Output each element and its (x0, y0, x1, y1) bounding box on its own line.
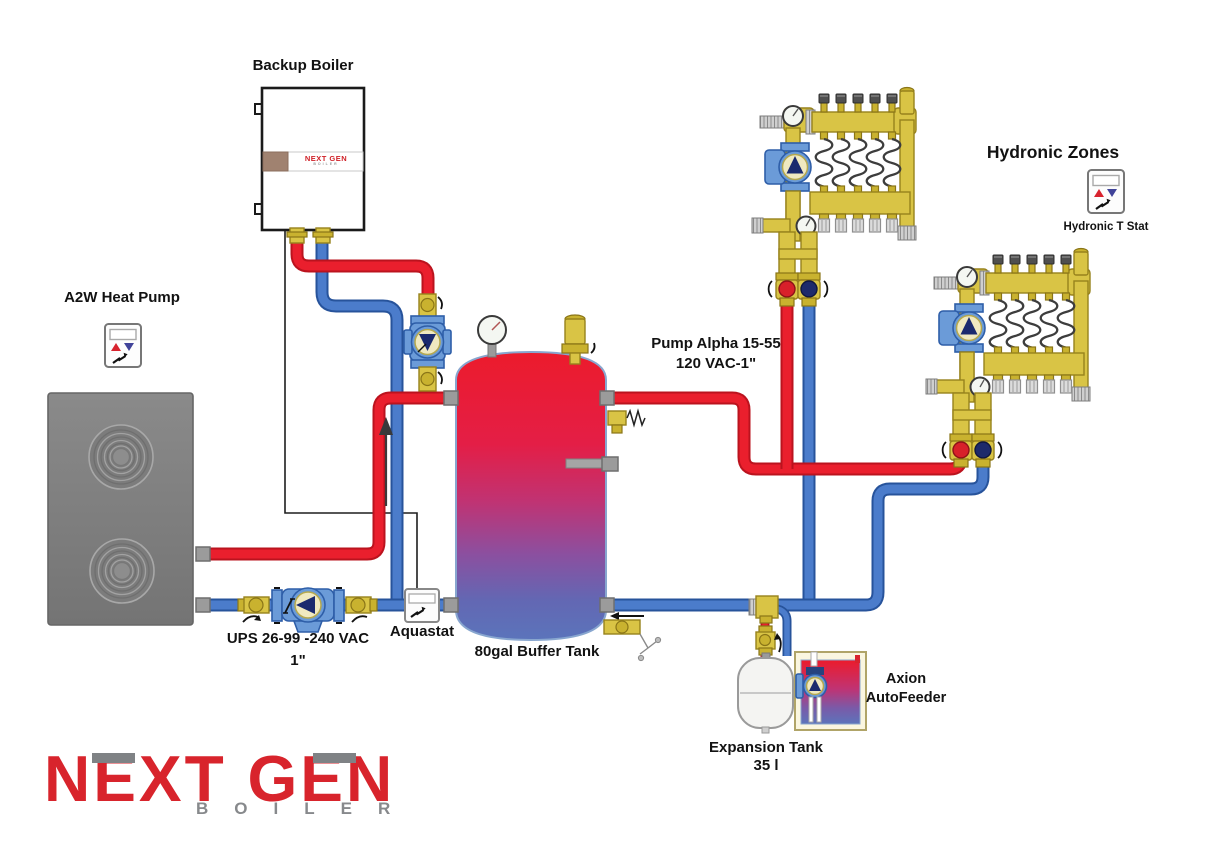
heat-pump-port (195, 546, 211, 562)
manifold-station-1 (752, 88, 916, 307)
brand-logo-subtext: BOILER (196, 799, 417, 818)
ups-label-line1: UPS 26-99 -240 VAC (226, 630, 370, 647)
thermostat-icon-a2w (105, 324, 141, 367)
aquastat-icon (404, 588, 440, 623)
pump-alpha-label-line2: 120 VAC-1" (675, 355, 757, 372)
expansion-tank-label-line1: Expansion Tank (709, 739, 823, 756)
boiler-mini-logo: NEXT GEN BOILER (289, 154, 363, 167)
sensor-probe (565, 458, 607, 469)
expansion-tank (737, 652, 794, 734)
tank-port (443, 597, 459, 613)
tank-port (599, 390, 615, 406)
tank-port (599, 597, 615, 613)
ups-label-line2: 1" (290, 652, 306, 669)
aquastat-label: Aquastat (389, 623, 455, 640)
fill-valve-icon (755, 625, 782, 656)
boiler-clip-icon (254, 103, 261, 115)
boiler-mini-logo-text: NEXT GEN (304, 154, 348, 163)
axion-label-line2: AutoFeeder (865, 690, 947, 706)
heat-pump-port (195, 597, 211, 613)
pump-direction-triangle (419, 334, 436, 351)
boiler-mini-logo-subtext: BOILER (313, 162, 339, 167)
buffer-tank (443, 314, 662, 662)
autofeeder (794, 651, 867, 731)
ups-pump (237, 587, 378, 633)
pump-direction-triangle (296, 596, 315, 614)
flow-arrow (379, 417, 393, 506)
manifold-station-2 (926, 249, 1090, 468)
sensor-port (601, 456, 619, 472)
pump-alpha-label-line1: Pump Alpha 15-55 (651, 335, 781, 352)
feeder-mark (855, 655, 860, 663)
thermostat-icon-hydronic (1088, 170, 1124, 213)
a2w-heat-pump-label: A2W Heat Pump (64, 289, 180, 306)
logo-accent-bar (92, 753, 135, 763)
expansion-tank-label-line2: 35 l (753, 757, 779, 774)
heat-pump-fan (88, 424, 154, 490)
logo-accent-bar (313, 753, 356, 763)
air-vent-icon (561, 314, 596, 365)
boiler-clip-icon (254, 203, 261, 215)
hydronic-zones-label: Hydronic Zones (986, 142, 1120, 162)
hydronic-t-stat-label: Hydronic T Stat (1063, 221, 1149, 233)
boiler-pump (403, 293, 452, 392)
backup-boiler (254, 86, 366, 232)
axion-label-line1: Axion (885, 671, 927, 687)
heat-pump (47, 392, 194, 626)
backup-boiler-label: Backup Boiler (252, 57, 354, 74)
drain-valve-icon (603, 612, 662, 662)
expansion-tee (748, 595, 779, 624)
heat-pump-fan (89, 538, 155, 604)
relief-valve-icon (607, 408, 646, 434)
control-wire (284, 231, 418, 591)
buffer-tank-label: 80gal Buffer Tank (474, 643, 600, 660)
tank-port (443, 390, 459, 406)
